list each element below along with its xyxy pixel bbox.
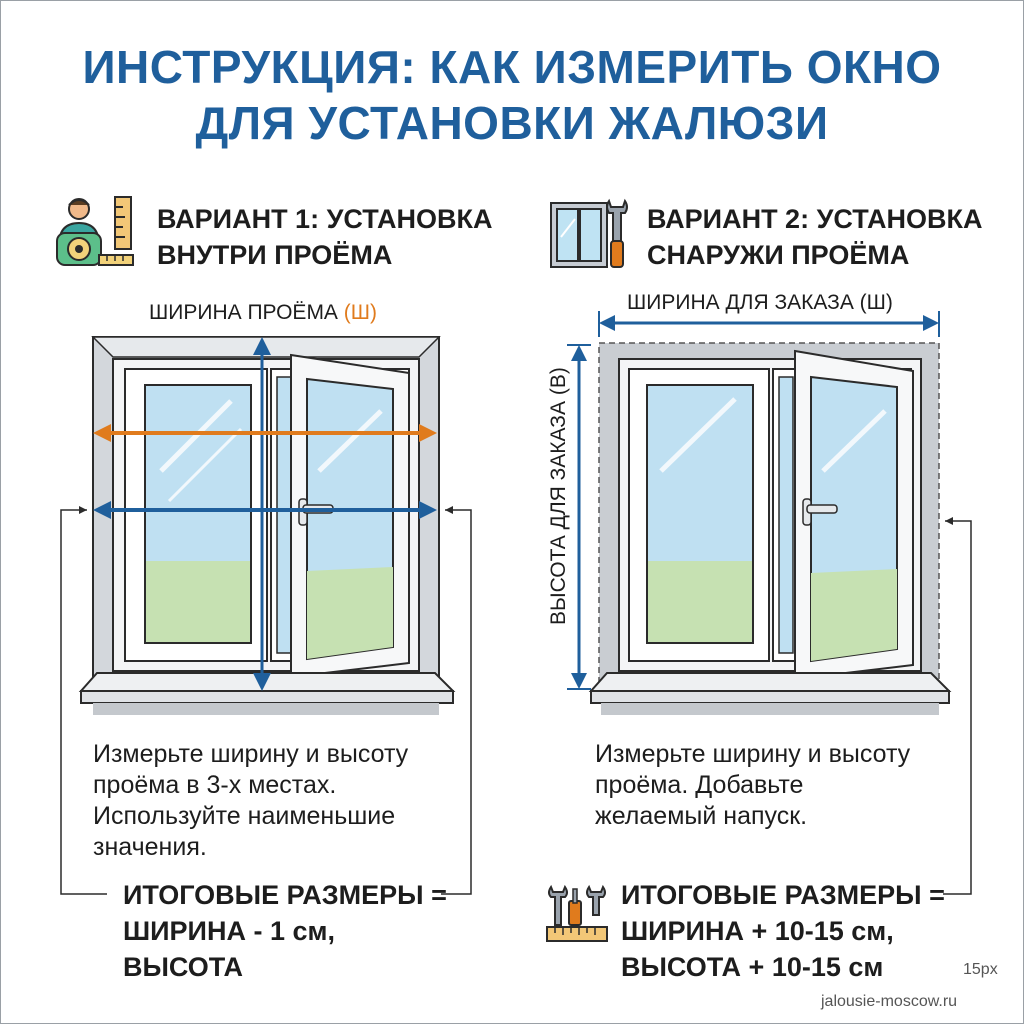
site-url: jalousie-moscow.ru: [821, 993, 958, 1010]
variant-1-width-letter: (Ш): [343, 301, 378, 324]
variant-1-title: ВАРИАНТ 1: УСТАНОВКА ВНУТРИ ПРОЁМА: [157, 201, 492, 273]
variant-2-title-line-2: СНАРУЖИ ПРОЁМА: [647, 240, 910, 270]
page-title: ИНСТРУКЦИЯ: КАК ИЗМЕРИТЬ ОКНО ДЛЯ УСТАНО…: [1, 39, 1023, 151]
variant-2-title-line-1: ВАРИАНТ 2: УСТАНОВКА: [647, 204, 983, 234]
variant-2-description-line: желаемый напуск.: [595, 802, 808, 830]
variant-1-description-line: Используйте наименьшие: [93, 802, 396, 830]
variant-2-result-line: ШИРИНА + 10-15 см,: [621, 916, 894, 946]
variant-2-result: ИТОГОВЫЕ РАЗМЕРЫ = ШИРИНА + 10-15 см, ВЫ…: [621, 877, 945, 985]
variant-1-result: ИТОГОВЫЕ РАЗМЕРЫ = ШИРИНА - 1 см, ВЫСОТА: [123, 877, 447, 985]
variant-1-title-line-1: ВАРИАНТ 1: УСТАНОВКА: [157, 204, 493, 234]
size-note: 15px: [963, 961, 998, 978]
variant-1-result-line: ИТОГОВЫЕ РАЗМЕРЫ =: [123, 880, 447, 910]
variant-1-width-label: ШИРИНА ПРОЁМА (Ш): [149, 301, 377, 325]
page-title-line-1: ИНСТРУКЦИЯ: КАК ИЗМЕРИТЬ ОКНО: [82, 41, 942, 93]
variant-1-result-line: ВЫСОТА: [123, 952, 244, 982]
variant-1-description-line: значения.: [93, 833, 207, 861]
variant-2-width-label: ШИРИНА ДЛЯ ЗАКАЗА (Ш): [627, 291, 893, 314]
variant-2-description: Измерьте ширину и высоту проёма. Добавьт…: [595, 739, 910, 832]
window-wrench-icon: [550, 198, 628, 268]
variant-2-description-line: Измерьте ширину и высоту: [595, 740, 911, 768]
variant-2-result-line: ВЫСОТА + 10-15 см: [621, 952, 884, 982]
tools-ruler-icon: [546, 884, 608, 942]
variant-1-title-line-2: ВНУТРИ ПРОЁМА: [157, 240, 393, 270]
variant-1-description-line: Измерьте ширину и высоту: [93, 740, 409, 768]
variant-2-result-line: ИТОГОВЫЕ РАЗМЕРЫ =: [621, 880, 945, 910]
variant-2-title: ВАРИАНТ 2: УСТАНОВКА СНАРУЖИ ПРОЁМА: [647, 201, 982, 273]
page-title-line-2: ДЛЯ УСТАНОВКИ ЖАЛЮЗИ: [195, 97, 829, 149]
variant-1-description: Измерьте ширину и высоту проёма в 3-х ме…: [93, 739, 408, 863]
variant-1-result-line: ШИРИНА - 1 см,: [123, 916, 335, 946]
person-tape-measure-icon: [56, 196, 134, 266]
variant-2-description-line: проёма. Добавьте: [595, 771, 804, 799]
variant-1-width-label-text: ШИРИНА ПРОЁМА: [149, 301, 338, 324]
variant-1-description-line: проёма в 3-х местах.: [93, 771, 337, 799]
